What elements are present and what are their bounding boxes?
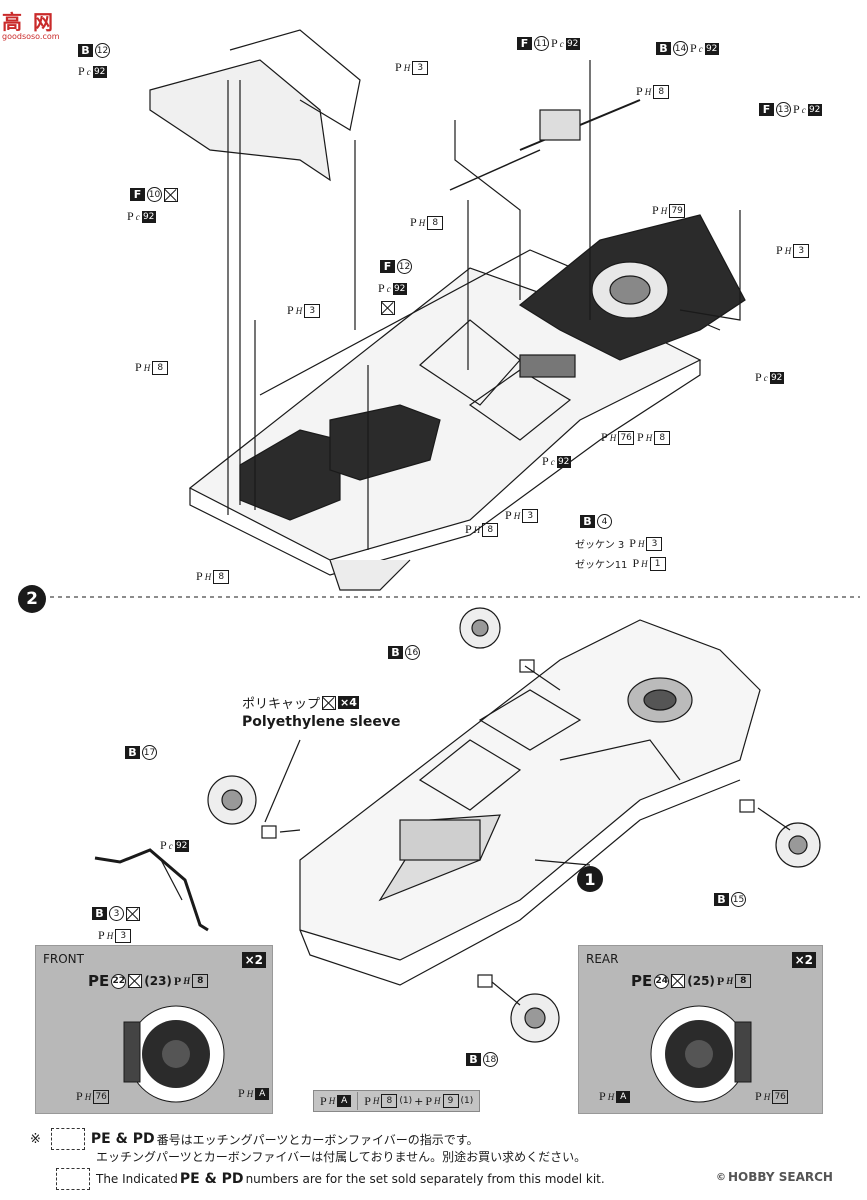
polycap-x-icon (381, 301, 395, 315)
rear-qty: ×2 (791, 952, 816, 968)
polycap-x-icon (164, 187, 178, 202)
rear-title: REAR (586, 952, 619, 966)
front-rotor-drawing (123, 1005, 225, 1103)
step-2-badge: 2 (18, 585, 46, 613)
footer-line-2: エッチングパーツとカーボンファイバーは付属しておりません。別途お買い求めください… (96, 1150, 587, 1164)
front-title: FRONT (43, 952, 84, 966)
watermark-text: 高 网 (2, 10, 55, 34)
polycap-x-icon (126, 906, 140, 921)
watermark-site: goodsoso.com (2, 32, 60, 41)
polycap-label: ポリキャップ ×4 (242, 695, 359, 712)
seat-dark-2 (329, 404, 441, 481)
brand-watermark: ©HOBBY SEARCH (716, 1170, 833, 1184)
stabilizer-bar (94, 848, 209, 932)
carbon-x-icon (128, 974, 143, 988)
footer-line-1: ※ PE & PD 番号はエッチングパーツとカーボンファイバーの指示です。 (30, 1128, 479, 1150)
front-qty: ×2 (241, 952, 266, 968)
label-f12-x (381, 301, 395, 315)
rear-rotor-drawing (650, 1005, 752, 1103)
step-1-ref-badge: 1 (577, 866, 603, 892)
footer-line-3: The Indicated PE & PD numbers are for th… (56, 1168, 605, 1190)
polycap-english: Polyethylene sleeve (242, 714, 401, 730)
carbon-x-icon (671, 974, 686, 988)
polycap-x-icon (322, 695, 337, 710)
watermark-logo: 高 网 goodsoso.com (2, 6, 60, 41)
